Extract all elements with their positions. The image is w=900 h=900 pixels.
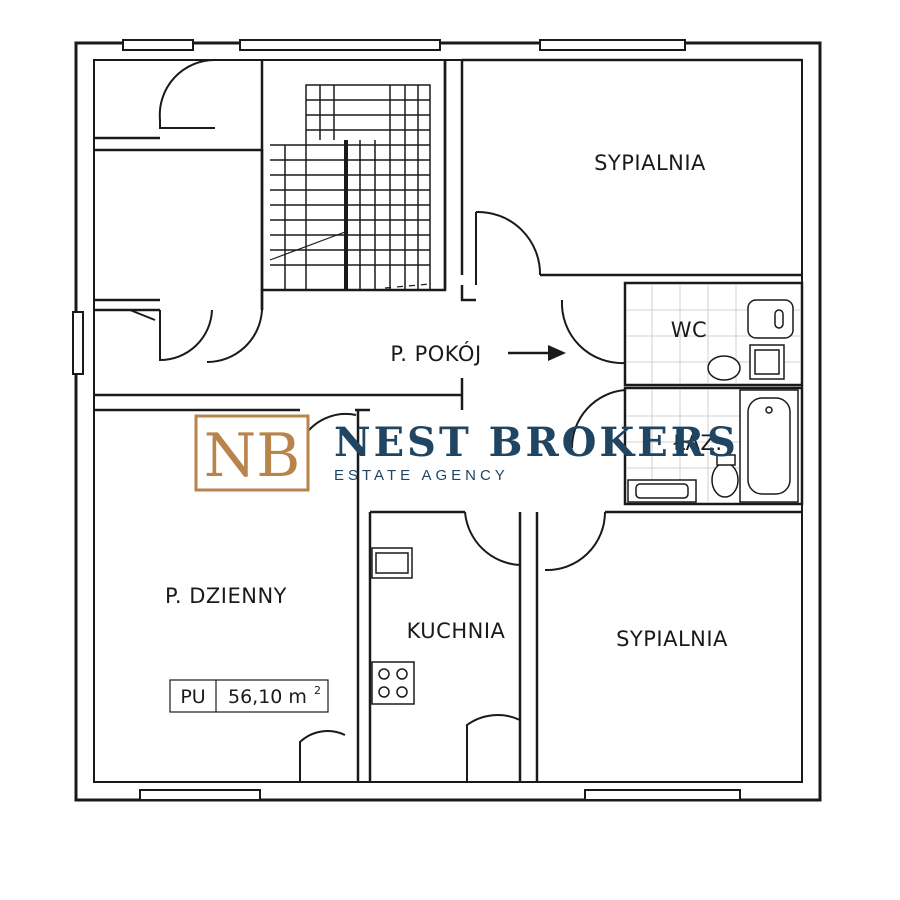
room-label-living-room: P. DZIENNY xyxy=(165,584,287,608)
room-label-bedroom-top: SYPIALNIA xyxy=(594,151,706,175)
door-swing-icon xyxy=(93,58,626,782)
room-label-bedroom-bottom: SYPIALNIA xyxy=(616,627,728,651)
area-unit-superscript: 2 xyxy=(314,684,321,697)
arrow-right-icon xyxy=(508,345,566,361)
brand-tagline: ESTATE AGENCY xyxy=(334,467,509,484)
area-value: 56,10 m xyxy=(228,686,307,708)
area-prefix: PU xyxy=(180,686,205,708)
windows xyxy=(72,39,741,801)
room-label-bathroom: ŁAZ. xyxy=(672,431,722,455)
staircase xyxy=(269,84,431,291)
brand-name: NEST BROKERS xyxy=(334,419,739,466)
toilet-icon xyxy=(707,299,794,498)
sink-icon xyxy=(371,479,697,579)
interior-walls xyxy=(94,58,804,782)
room-label-hallway: P. POKÓJ xyxy=(390,341,481,366)
bathtub-icon xyxy=(739,389,799,503)
room-label-wc: WC xyxy=(671,318,707,342)
watermark: NB NEST BROKERS ESTATE AGENCY xyxy=(194,414,739,492)
stove-icon xyxy=(371,661,415,705)
room-label-kitchen: KUCHNIA xyxy=(407,619,506,643)
area-badge: PU 56,10 m 2 xyxy=(169,679,329,713)
brand-logo: NB xyxy=(204,421,301,491)
brand-logo-frame xyxy=(194,414,310,492)
